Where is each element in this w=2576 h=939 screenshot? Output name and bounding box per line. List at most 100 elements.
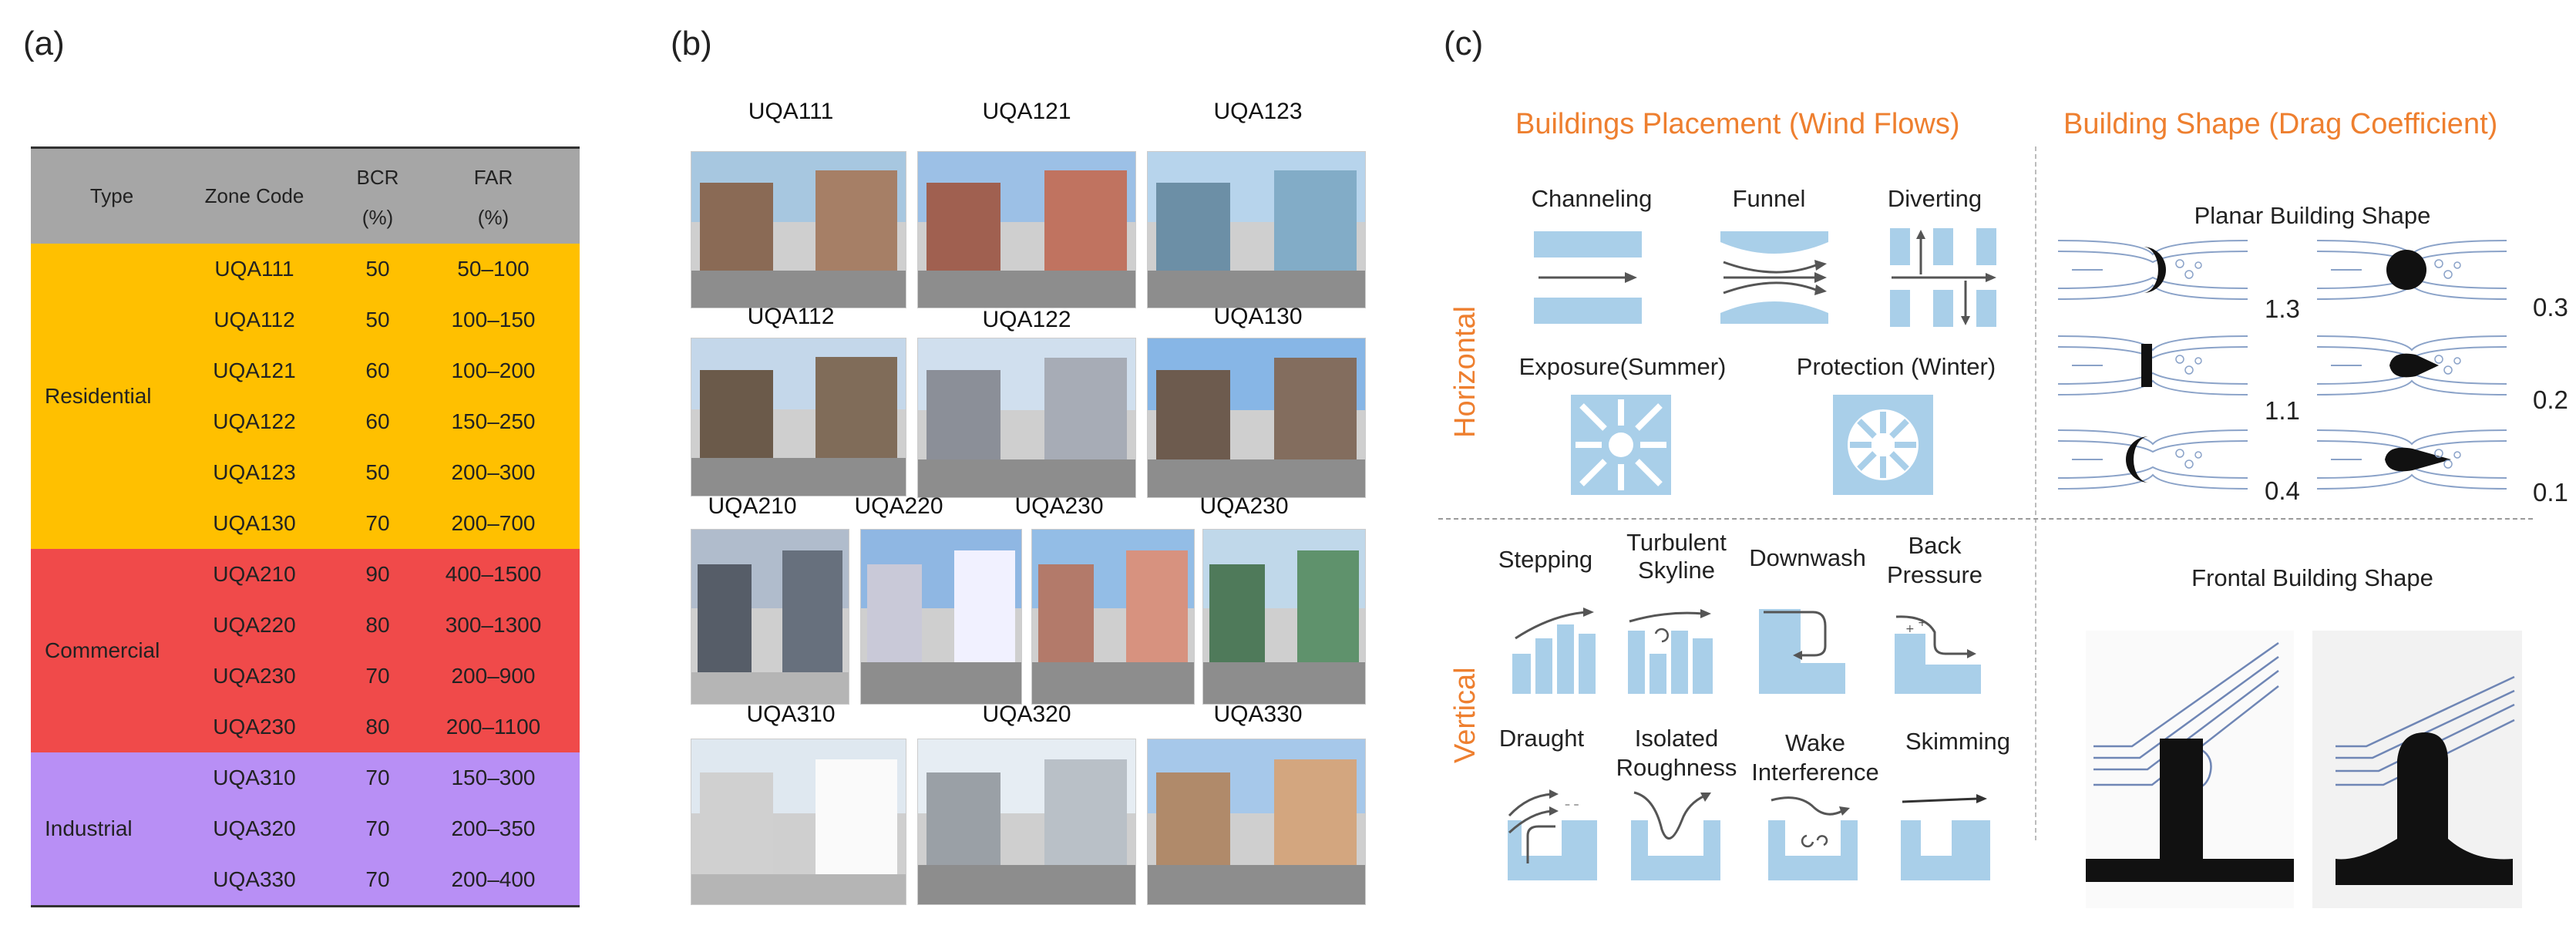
zone-type-label: Commercial [45,638,160,662]
cell-code: UQA130 [213,511,296,535]
cell-far: 200–300 [451,460,536,484]
header-bcr-unit: (%) [362,206,394,229]
cell-bcr: 70 [365,867,390,891]
street-photo [1031,529,1195,705]
label-isolated: Isolated [1634,725,1719,752]
divider-horizontal [1438,518,2533,520]
label-pressure: Pressure [1886,561,1983,588]
funnel-icon [1720,231,1828,324]
isolated-roughness-icon [1631,791,1720,880]
photo-title: UQA112 [747,304,835,329]
panel-label-b: (b) [671,25,712,62]
cell-bcr: 90 [365,562,390,586]
cell-code: UQA210 [213,562,296,586]
header-building-placement: Buildings Placement (Wind Flows) [1515,108,1960,140]
street-photo [917,338,1136,498]
planar-shape-icon [2316,240,2507,300]
downwash-icon [1759,609,1845,694]
cell-far: 100–200 [451,358,536,382]
cell-code: UQA230 [213,664,296,688]
drag-coefficient-value: 0.4 [2265,476,2300,505]
label-roughness: Roughness [1616,754,1737,781]
cell-far: 150–300 [451,766,536,789]
frontal-shape-title: Frontal Building Shape [2191,564,2433,591]
skimming-icon [1901,794,1990,880]
frontal-shape-rectangular-icon [2086,631,2294,908]
cell-bcr: 50 [365,460,390,484]
cell-far: 200–400 [451,867,536,891]
header-far-unit: (%) [477,206,509,229]
photo-title: UQA330 [1213,702,1303,727]
table-row: UQA121 60 100–200 [31,345,580,396]
wake-interference-icon [1768,796,1858,880]
label-interference: Interference [1751,759,1879,786]
street-photo [691,338,906,496]
label-funnel: Funnel [1732,185,1806,212]
street-photo [917,739,1136,905]
planar-shape-icon [2316,429,2507,490]
planar-shape-icon [2057,240,2248,300]
label-diverting: Diverting [1887,185,1982,212]
cell-bcr: 70 [365,766,390,789]
svg-text:– –: – – [1565,799,1579,811]
label-draught: Draught [1498,725,1585,752]
frontal-shape-rounded-icon [2312,631,2522,908]
photo-title: UQA220 [854,493,943,519]
label-exposure-summer: Exposure(Summer) [1518,353,1727,380]
label-stepping: Stepping [1498,546,1593,573]
photo-title: UQA130 [1213,304,1303,329]
label-turbulent: Turbulent [1626,529,1727,556]
photo-title: UQA230 [1199,493,1289,519]
cell-bcr: 50 [365,308,390,332]
planar-shape-title: Planar Building Shape [2194,202,2431,229]
street-photo [691,529,849,705]
stepping-icon [1512,607,1596,694]
diverting-icon [1890,228,1996,327]
cell-bcr: 70 [365,816,390,840]
cell-code: UQA310 [213,766,296,789]
street-photo [917,151,1136,308]
zoning-table: Type Zone Code BCR (%) FAR (%) Residenti… [31,146,580,908]
planar-shape-icon [2057,429,2248,490]
street-photo [691,151,906,308]
planar-shape-icon [2316,335,2507,395]
drag-coefficient-value: 0.2 [2533,385,2568,414]
cell-bcr: 60 [365,409,390,433]
cell-code: UQA112 [214,308,295,332]
photo-title: UQA121 [982,99,1071,124]
vertical-label: Vertical [1449,667,1481,763]
back-pressure-icon: + + [1895,615,1981,694]
label-skyline: Skyline [1638,557,1715,584]
header-type: Type [89,184,134,207]
cell-bcr: 60 [365,358,390,382]
label-wake: Wake [1784,729,1846,756]
horizontal-label: Horizontal [1449,305,1481,438]
label-skimming: Skimming [1905,728,2011,755]
cell-far: 200–1100 [446,715,541,739]
cell-code: UQA220 [213,613,296,637]
divider-vertical [2035,146,2036,840]
header-zone-code: Zone Code [204,184,304,207]
photo-title: UQA111 [748,99,834,124]
cell-code: UQA320 [213,816,296,840]
turbulent-skyline-icon [1628,609,1713,694]
cell-bcr: 70 [365,511,390,535]
table-row: UQA112 50 100–150 [31,294,580,345]
cell-code: UQA121 [213,358,296,382]
photo-title: UQA210 [708,493,797,519]
panel-label-c: (c) [1444,25,1484,62]
cell-far: 100–150 [451,308,536,332]
street-photo [1147,151,1366,308]
street-photo [1202,529,1366,705]
cell-far: 50–100 [457,257,530,281]
label-back: Back [1908,532,1962,559]
zone-type-label: Residential [45,384,152,408]
